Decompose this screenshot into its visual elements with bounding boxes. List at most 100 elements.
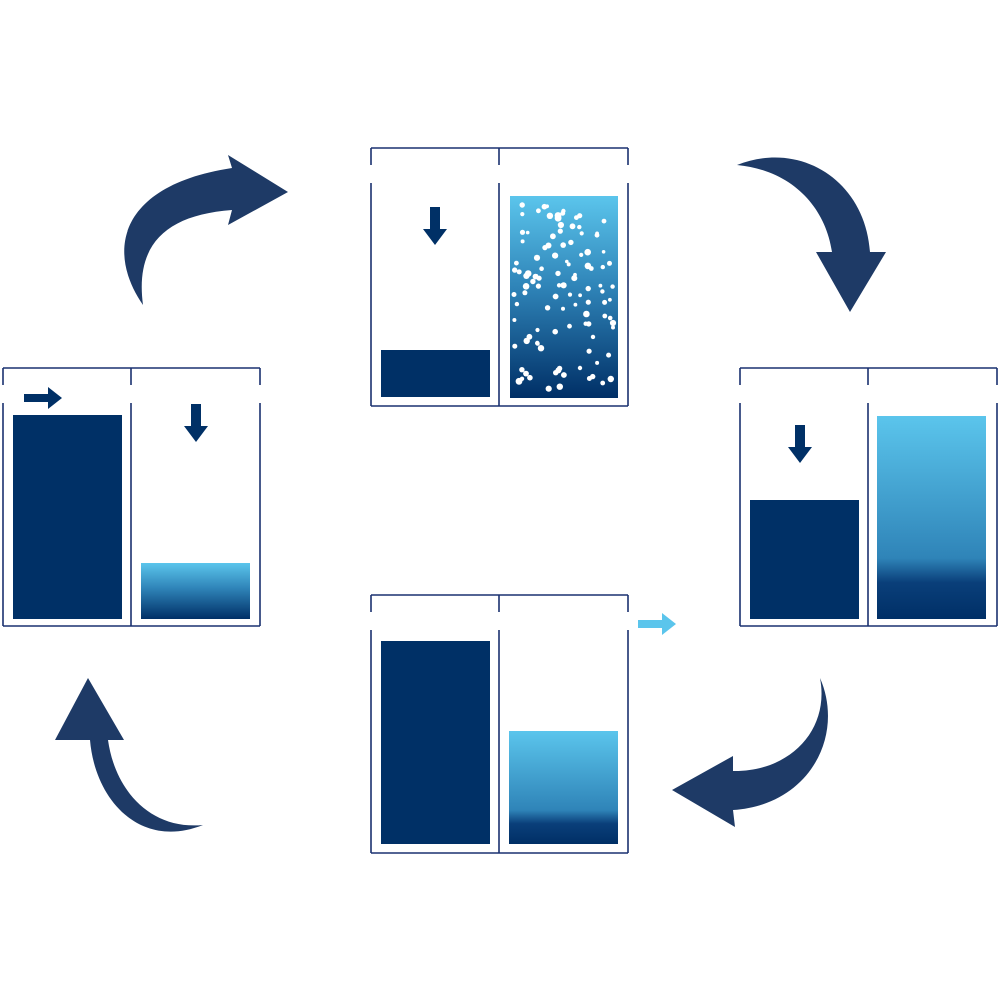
bubble — [600, 264, 605, 270]
bubble — [530, 278, 536, 285]
bubble — [579, 252, 584, 257]
bubble — [577, 224, 582, 230]
bubble — [595, 360, 600, 365]
bubble — [523, 370, 529, 377]
bubble — [584, 262, 592, 270]
bubble — [520, 212, 525, 217]
bubble — [561, 372, 567, 378]
bubble — [520, 239, 525, 244]
bubble — [608, 297, 612, 302]
bubble — [560, 210, 566, 216]
bubble — [511, 292, 517, 297]
cycle-arrow-top-right — [737, 157, 886, 312]
stage-left-frame — [2, 367, 261, 627]
bubble — [512, 318, 517, 322]
stage-top-right-fill — [510, 196, 618, 398]
bubble — [584, 248, 591, 256]
bubble — [568, 239, 574, 246]
bubble — [583, 321, 588, 326]
bubble — [573, 272, 577, 277]
bubble — [600, 380, 606, 386]
bubble — [542, 245, 548, 251]
bubble — [566, 262, 571, 267]
bubble — [556, 283, 562, 288]
bubble — [552, 328, 558, 335]
bubble — [602, 313, 608, 319]
bubble — [583, 310, 590, 318]
bubble — [573, 302, 578, 307]
bubble — [609, 319, 617, 327]
stage-bottom-left-fill — [381, 641, 490, 844]
bubble — [561, 306, 565, 311]
bubble — [514, 301, 520, 307]
bubble — [574, 215, 579, 221]
bubble — [557, 228, 563, 234]
bubble — [546, 212, 554, 219]
right-arrow-icon — [24, 387, 62, 409]
bubble — [535, 340, 540, 346]
bubble — [537, 345, 545, 352]
bubble — [512, 267, 518, 273]
bubble — [552, 252, 559, 259]
bubble — [555, 270, 561, 277]
bubble — [525, 230, 530, 235]
stage-top-frame — [370, 147, 629, 407]
stage-right-left-fill — [750, 500, 859, 619]
cycle-arrow-top-left — [124, 155, 288, 305]
bubble — [586, 348, 592, 354]
bubble — [552, 293, 559, 300]
bubble — [610, 284, 615, 289]
bubble — [519, 202, 525, 208]
bubble — [519, 367, 525, 373]
bubble — [560, 242, 566, 248]
bubble — [567, 323, 572, 329]
bubble — [527, 374, 533, 381]
bubble — [579, 231, 584, 236]
bubble — [522, 283, 530, 290]
bubble — [536, 208, 541, 214]
bubble — [524, 270, 532, 277]
bubble — [607, 260, 612, 266]
stage-right-frame — [739, 367, 998, 627]
bubble — [533, 254, 541, 261]
stage-bottom-frame — [370, 594, 629, 854]
bubble — [560, 282, 567, 289]
outflow-arrow-icon — [638, 613, 676, 635]
bubble — [514, 260, 519, 266]
bubble — [578, 293, 582, 298]
bubble — [565, 259, 569, 264]
bubble — [594, 232, 600, 238]
bubble — [550, 233, 556, 240]
bubble — [601, 218, 607, 224]
bubble — [554, 212, 562, 219]
bubble — [523, 337, 530, 345]
bubble — [556, 383, 563, 390]
bubble — [611, 325, 615, 330]
bubble — [535, 327, 540, 333]
cycle-arrow-bottom-right — [672, 678, 828, 827]
bubble — [519, 229, 526, 235]
bubble — [534, 274, 539, 278]
stage-left-right-fill — [141, 563, 250, 619]
bubble — [519, 376, 525, 381]
bubble — [571, 275, 578, 282]
stage-left-left-fill — [13, 415, 122, 619]
bubble — [557, 221, 565, 229]
bubble — [607, 375, 614, 383]
bubble — [590, 334, 596, 340]
bubble — [601, 250, 606, 254]
bubble — [553, 370, 559, 376]
bubble — [535, 283, 542, 289]
bubble — [607, 315, 613, 321]
cycle-arrow-bottom-left — [55, 678, 203, 832]
bubble — [539, 266, 544, 272]
bubble — [516, 269, 522, 275]
bubble — [586, 376, 592, 381]
bubble — [585, 285, 591, 292]
stage-bottom-right-fill — [509, 731, 618, 844]
bubble — [585, 299, 591, 305]
bubble — [522, 290, 528, 296]
bubble — [544, 305, 551, 311]
